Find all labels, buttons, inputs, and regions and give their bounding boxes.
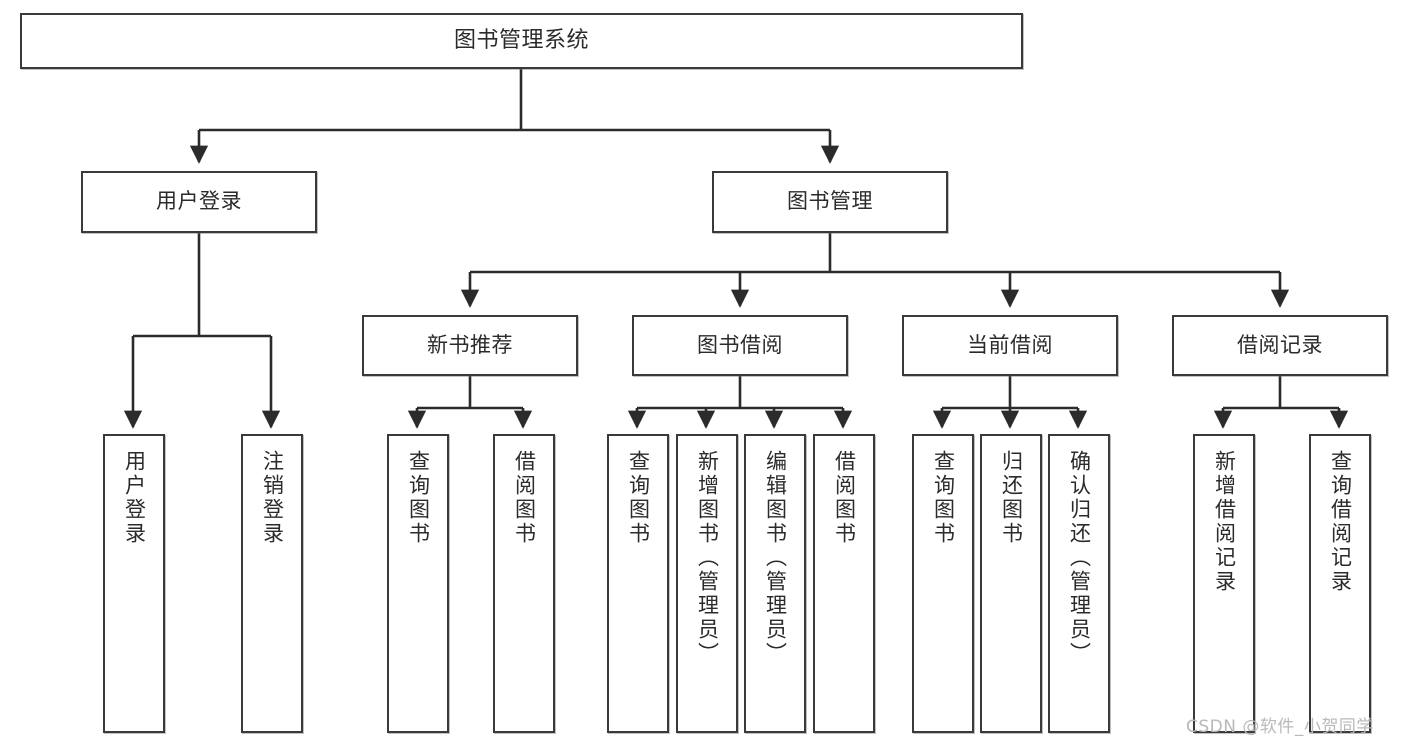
node-label: 新书推荐 xyxy=(427,332,513,357)
node-label: 图书管理系统 xyxy=(453,27,589,53)
node-label: 注销登录 xyxy=(260,450,285,546)
node-user-login[interactable]: 用户登录 xyxy=(81,171,317,233)
leaf-node-query-book-current[interactable]: 查询图书 xyxy=(912,434,974,733)
node-label: 图书借阅 xyxy=(697,332,783,357)
csdn-watermark: CSDN @软件_小贺同学 xyxy=(1186,717,1374,737)
node-label: 查询图书 xyxy=(626,450,651,546)
leaf-node-query-borrow-record[interactable]: 查询借阅记录 xyxy=(1309,434,1371,733)
leaf-node-borrow-book-recommend[interactable]: 借阅图书 xyxy=(493,434,555,733)
node-label: 当前借阅 xyxy=(967,332,1053,357)
leaf-node-edit-book-admin[interactable]: 编辑图书（管理员） xyxy=(744,434,806,733)
node-label: 借阅图书 xyxy=(832,450,857,546)
node-book-borrow[interactable]: 图书借阅 xyxy=(632,315,848,376)
leaf-node-borrow-book[interactable]: 借阅图书 xyxy=(813,434,875,733)
leaf-node-confirm-return-admin[interactable]: 确认归还（管理员） xyxy=(1048,434,1110,733)
node-label: 查询图书 xyxy=(406,450,431,546)
node-label: 新增图书（管理员） xyxy=(695,450,720,666)
node-new-book-recommend[interactable]: 新书推荐 xyxy=(362,315,578,376)
leaf-node-add-book-admin[interactable]: 新增图书（管理员） xyxy=(676,434,738,733)
leaf-node-add-borrow-record[interactable]: 新增借阅记录 xyxy=(1193,434,1255,733)
node-label: 用户登录 xyxy=(156,189,242,214)
leaf-node-query-book-recommend[interactable]: 查询图书 xyxy=(387,434,449,733)
leaf-node-logout[interactable]: 注销登录 xyxy=(241,434,303,733)
node-label: 查询图书 xyxy=(931,450,956,546)
node-label: 确认归还（管理员） xyxy=(1067,450,1092,666)
node-root-book-management-system[interactable]: 图书管理系统 xyxy=(20,13,1023,69)
node-label: 图书管理 xyxy=(787,189,873,214)
node-label: 借阅记录 xyxy=(1237,332,1323,357)
node-label: 编辑图书（管理员） xyxy=(763,450,788,666)
node-borrow-record[interactable]: 借阅记录 xyxy=(1172,315,1388,376)
leaf-node-return-book[interactable]: 归还图书 xyxy=(980,434,1042,733)
node-label: 新增借阅记录 xyxy=(1212,450,1237,594)
node-label: 查询借阅记录 xyxy=(1328,450,1353,594)
node-label: 用户登录 xyxy=(122,450,147,546)
node-label: 归还图书 xyxy=(999,450,1024,546)
node-label: 借阅图书 xyxy=(512,450,537,546)
leaf-node-user-login[interactable]: 用户登录 xyxy=(103,434,165,733)
node-book-management[interactable]: 图书管理 xyxy=(712,171,948,233)
node-current-borrow[interactable]: 当前借阅 xyxy=(902,315,1118,376)
leaf-node-query-book-borrow[interactable]: 查询图书 xyxy=(607,434,669,733)
